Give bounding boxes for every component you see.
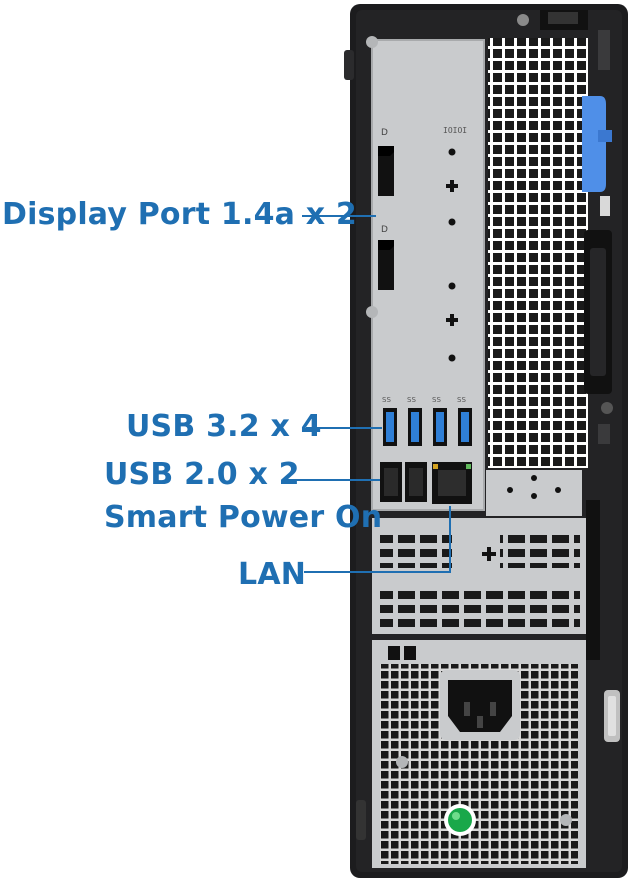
svg-text:SS: SS [407,396,416,404]
leader-line-lan [304,506,451,573]
svg-text:SS: SS [382,396,391,404]
svg-text:SS: SS [457,396,466,404]
svg-text:D: D [381,225,388,235]
displayport-2-icon[interactable] [378,240,394,290]
smart-power-label: Smart Power On [104,500,383,535]
usb20-label: USB 2.0 x 2 [104,457,300,492]
usb32-label: USB 3.2 x 4 [126,409,322,444]
blue-latch-icon[interactable] [582,96,606,192]
svg-text:IOIOI: IOIOI [443,126,467,135]
usb32-ports: SS SS SS SS [382,396,472,446]
svg-text:D: D [381,128,388,138]
displayport-1-icon[interactable] [378,146,394,196]
display-port-label: Display Port 1.4a x 2 [2,197,358,232]
top-vent-grille [488,38,588,468]
lan-label: LAN [238,557,307,592]
svg-text:SS: SS [432,396,441,404]
